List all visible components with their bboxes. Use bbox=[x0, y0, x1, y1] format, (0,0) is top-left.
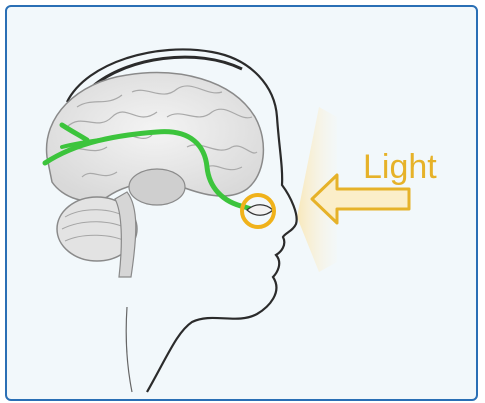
eye-shape bbox=[247, 205, 273, 216]
diagram-frame: Light bbox=[5, 5, 478, 401]
head-brain-illustration bbox=[7, 7, 478, 401]
neck-line bbox=[126, 307, 132, 392]
thalamus bbox=[129, 169, 185, 205]
light-label: Light bbox=[363, 150, 437, 184]
